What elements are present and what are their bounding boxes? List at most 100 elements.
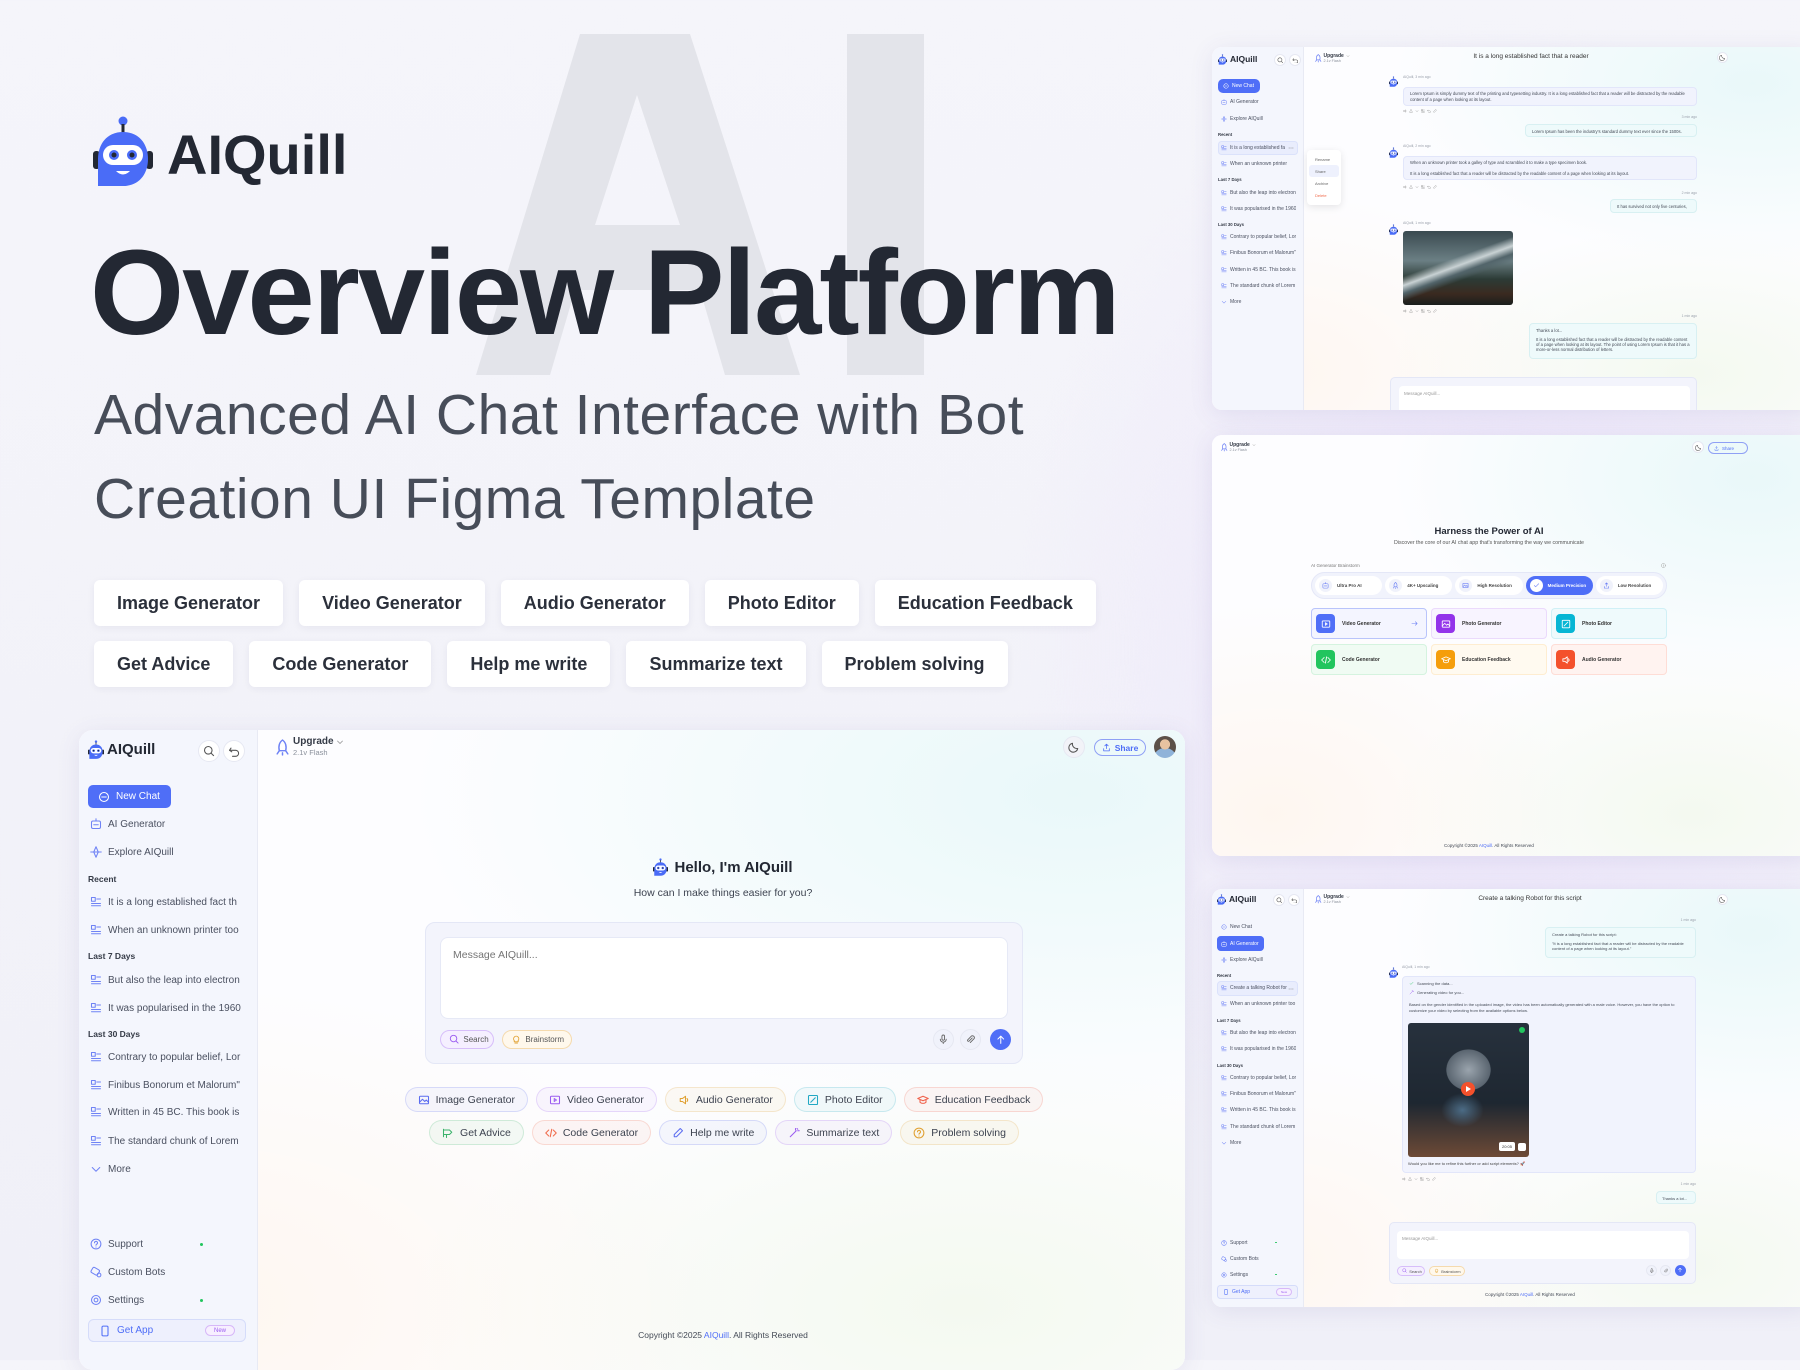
generator-card[interactable]: Video Generator [1311,608,1427,639]
brand-link[interactable]: AIQuill [704,1330,729,1340]
brainstorm-button[interactable]: Brainstorm [502,1030,572,1049]
search-button[interactable] [198,740,220,762]
dark-mode-toggle[interactable] [1063,736,1085,758]
chat-history-item[interactable]: It is a long established fact th [90,892,250,912]
attach-button[interactable] [960,1029,981,1050]
sidebar-item-ai-generator[interactable]: AI Generator [1221,97,1296,107]
microphone-button[interactable] [1646,1265,1657,1276]
chat-history-item[interactable]: Written in 45 BC. This book is [1221,265,1296,275]
mode-option[interactable]: Ultra Pro AI [1315,576,1382,595]
user-avatar[interactable] [1154,736,1176,758]
regenerate-icon[interactable] [1427,309,1431,313]
chat-history-item[interactable]: But also the leap into electron [90,970,250,990]
speaker-icon[interactable] [1402,1177,1406,1181]
brand-link[interactable]: AIQuill [1520,1292,1533,1297]
chat-history-item[interactable]: Create a talking Robot for [1221,983,1296,993]
microphone-button[interactable] [933,1029,954,1050]
chat-history-item[interactable]: It was popularised in the 1960 [1221,204,1296,214]
chat-history-item[interactable]: Written in 45 BC. This book is [90,1102,250,1122]
quick-action-chip[interactable]: Get Advice [429,1120,524,1145]
undo-button[interactable] [223,740,245,762]
chat-history-item[interactable]: Contrary to popular belief, Lor [1221,232,1296,242]
copy-icon[interactable] [1421,309,1425,313]
menu-item-share[interactable]: Share [1309,165,1339,177]
menu-item-archive[interactable]: Archive [1309,177,1339,189]
search-button[interactable] [1273,894,1285,906]
speaker-icon[interactable] [1403,309,1407,313]
regenerate-icon[interactable] [1427,109,1431,113]
more-options-icon[interactable] [1288,145,1294,151]
brand-link[interactable]: AIQuill [1479,843,1492,848]
speaker-icon[interactable] [1403,185,1407,189]
chat-history-item[interactable]: When an unknown printer too [1221,999,1296,1009]
generator-card[interactable]: Audio Generator [1551,644,1667,675]
generator-card[interactable]: Education Feedback [1431,644,1547,675]
mode-option[interactable]: Low Resolution [1596,576,1663,595]
new-chat-button[interactable]: New Chat [1218,79,1260,93]
sidebar-item-custom-bots[interactable]: Custom Bots [1221,1254,1296,1264]
chat-history-item[interactable]: The standard chunk of Lorem [1221,281,1296,291]
chat-history-item[interactable]: Finibus Bonorum et Malorum" [1221,1089,1296,1099]
copy-icon[interactable] [1420,1177,1424,1181]
dark-mode-toggle[interactable] [1692,441,1704,453]
new-chat-button[interactable]: New Chat [1221,922,1296,932]
info-icon[interactable] [1661,563,1666,568]
send-button[interactable] [990,1029,1011,1050]
edit-icon[interactable] [1433,309,1437,313]
chat-history-item[interactable]: Finibus Bonorum et Malorum" [1221,248,1296,258]
sidebar-item-custom-bots[interactable]: Custom Bots [90,1262,250,1282]
chat-history-item[interactable]: The standard chunk of Lorem [1221,1122,1296,1132]
undo-button[interactable] [1289,54,1301,66]
generator-card[interactable]: Photo Editor [1551,608,1667,639]
more-options-icon[interactable] [1288,986,1294,992]
share-button[interactable]: Share [1708,442,1748,454]
sidebar-item-support[interactable]: Support [90,1234,250,1254]
edit-icon[interactable] [1433,185,1437,189]
copy-icon[interactable] [1421,109,1425,113]
sidebar-item-settings[interactable]: Settings [90,1290,250,1310]
chat-history-item[interactable]: Finibus Bonorum et Malorum" [90,1075,250,1095]
quick-action-chip[interactable]: Help me write [659,1120,767,1145]
sidebar-item-settings[interactable]: Settings [1221,1270,1296,1280]
like-icon[interactable] [1409,109,1413,113]
edit-icon[interactable] [1433,109,1437,113]
sidebar-item-explore[interactable]: Explore AIQuill [1221,114,1296,124]
chat-history-item[interactable]: The standard chunk of Lorem [90,1131,250,1151]
search-button[interactable]: Search [440,1030,494,1049]
like-icon[interactable] [1408,1177,1412,1181]
quick-action-chip[interactable]: Photo Editor [794,1087,896,1112]
message-input[interactable] [440,937,1008,1019]
show-more-button[interactable]: More [1221,1138,1296,1148]
quick-action-chip[interactable]: Video Generator [536,1087,657,1112]
upgrade-dropdown[interactable]: Upgrade [293,736,344,747]
regenerate-icon[interactable] [1427,185,1431,189]
like-icon[interactable] [1409,309,1413,313]
quick-action-chip[interactable]: Code Generator [532,1120,651,1145]
show-more-button[interactable]: More [1221,297,1296,307]
mode-option[interactable]: Medium Precision [1526,576,1593,595]
play-button[interactable] [1461,1082,1475,1096]
message-input[interactable]: Message AIQuill... [1399,386,1690,410]
search-button[interactable]: Search [1397,1266,1425,1276]
like-icon[interactable] [1409,185,1413,189]
share-button[interactable]: Share [1094,739,1146,756]
edit-icon[interactable] [1432,1177,1436,1181]
regenerate-icon[interactable] [1426,1177,1430,1181]
chat-history-item[interactable]: When an unknown printer too [90,920,250,940]
undo-button[interactable] [1288,894,1300,906]
chat-history-item[interactable]: It is a long established fa [1221,143,1296,153]
attach-button[interactable] [1660,1265,1671,1276]
search-button[interactable] [1274,54,1286,66]
sidebar-item-explore[interactable]: Explore AIQuill [90,842,250,862]
new-chat-button[interactable]: New Chat [88,785,171,808]
quick-action-chip[interactable]: Audio Generator [665,1087,786,1112]
dislike-icon[interactable] [1415,185,1419,189]
quick-action-chip[interactable]: Summarize text [775,1120,892,1145]
dislike-icon[interactable] [1414,1177,1418,1181]
dislike-icon[interactable] [1415,309,1419,313]
dark-mode-toggle[interactable] [1717,894,1728,905]
generated-robot-video[interactable]: 20:05 [1408,1023,1529,1157]
sidebar-item-support[interactable]: Support [1221,1238,1296,1248]
chat-history-item[interactable]: But also the leap into electron [1221,188,1296,198]
